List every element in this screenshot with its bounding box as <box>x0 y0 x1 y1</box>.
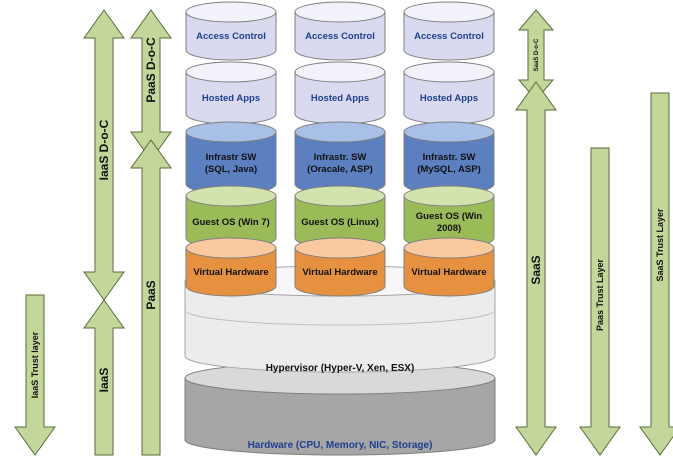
virtual-hardware-label: Virtual Hardware <box>193 267 268 278</box>
guest-os-label: 2008) <box>437 223 461 234</box>
infrastructure-sw-top <box>403 121 495 143</box>
infrastructure-sw-cylinder: Infrastr. SW(MySQL, ASP) <box>403 121 495 195</box>
guest-os-cylinder: Guest OS (Linux) <box>294 185 386 249</box>
hardware-cylinder-body <box>184 377 496 456</box>
paas-trust-arrow: Paas Trust Layer <box>579 147 621 456</box>
access-control-top <box>185 1 277 23</box>
infrastructure-sw-label: (SQL, Java) <box>205 164 257 175</box>
guest-os-top <box>403 185 495 207</box>
infrastructure-sw-label: Infrastr. SW <box>314 152 367 163</box>
hosted-apps-label: Hosted Apps <box>420 93 478 104</box>
infrastructure-sw-label: (Oracale, ASP) <box>307 164 373 175</box>
paas-arrow-shape <box>130 139 172 456</box>
iaas-trust-arrow: IaaS Trust layer <box>14 294 56 456</box>
infrastructure-sw-label: Infrastr. SW <box>423 152 476 163</box>
access-control-cylinder: Access Control <box>403 1 495 61</box>
hypervisor-ring <box>184 309 496 326</box>
virtual-hardware-cylinder: Virtual Hardware <box>185 237 277 297</box>
guest-os-label: Guest OS (Win 7) <box>192 217 270 228</box>
access-control-body <box>185 11 277 61</box>
iaas-arrow: IaaS <box>83 299 125 456</box>
access-control-top <box>294 1 386 23</box>
hosted-apps-cylinder: Hosted Apps <box>185 61 277 125</box>
virtual-hardware-top <box>294 237 386 259</box>
hardware-label: Hardware (CPU, Memory, NIC, Storage) <box>248 440 433 451</box>
hosted-apps-label: Hosted Apps <box>311 93 369 104</box>
hosted-apps-cylinder: Hosted Apps <box>294 61 386 125</box>
saas-trust-arrow-label: SaaS Trust Layer <box>655 208 665 282</box>
guest-os-label: Guest OS (Linux) <box>301 217 379 228</box>
hosted-apps-top <box>185 61 277 83</box>
saas-arrow: SaaS <box>515 81 557 456</box>
infrastructure-sw-cylinder: Infrastr SW(SQL, Java) <box>185 121 277 195</box>
iaas-doc-arrow-label: IaaS D-o-C <box>97 119 111 180</box>
saas-doc-arrow-label: SaaS D-o-C <box>534 38 540 71</box>
virtual-hardware-top <box>403 237 495 259</box>
hypervisor-cylinder-body <box>184 280 496 373</box>
access-control-body <box>294 11 386 61</box>
access-control-cylinder: Access Control <box>185 1 277 61</box>
access-control-cylinder: Access Control <box>294 1 386 61</box>
saas-trust-arrow-shape <box>639 92 673 456</box>
virtual-hardware-body <box>185 247 277 297</box>
guest-os-label: Guest OS (Win <box>416 211 483 222</box>
saas-trust-arrow: SaaS Trust Layer <box>639 92 673 456</box>
virtual-hardware-top <box>185 237 277 259</box>
infrastructure-sw-label: (MySQL, ASP) <box>417 164 481 175</box>
virtual-hardware-body <box>294 247 386 297</box>
access-control-label: Access Control <box>196 31 266 42</box>
virtual-hardware-label: Virtual Hardware <box>302 267 377 278</box>
virtual-hardware-body <box>403 247 495 297</box>
infrastructure-sw-top <box>294 121 386 143</box>
service-arrows: IaaS D-o-C IaaS IaaS Trust layer PaaS D-o-C… <box>14 9 673 456</box>
paas-arrow-label: PaaS <box>144 280 158 309</box>
virtual-hardware-cylinder: Virtual Hardware <box>294 237 386 297</box>
paas-arrow: PaaS <box>130 139 172 456</box>
access-control-top <box>403 1 495 23</box>
hosted-apps-top <box>294 61 386 83</box>
saas-arrow-label: SaaS <box>529 255 543 284</box>
guest-os-top <box>294 185 386 207</box>
paas-doc-arrow-label: PaaS D-o-C <box>144 37 158 103</box>
infrastructure-sw-label: Infrastr SW <box>206 152 257 163</box>
hardware-layer: Hardware (CPU, Memory, NIC, Storage) <box>184 361 496 456</box>
paas-doc-arrow: PaaS D-o-C <box>130 9 172 161</box>
hosted-apps-cylinder: Hosted Apps <box>403 61 495 125</box>
iaas-doc-arrow: IaaS D-o-C <box>83 9 125 301</box>
iaas-arrow-shape <box>83 299 125 456</box>
iaas-trust-arrow-shape <box>14 294 56 456</box>
iaas-trust-arrow-label: IaaS Trust layer <box>30 331 40 398</box>
virtual-hardware-label: Virtual Hardware <box>411 267 486 278</box>
virtual-hardware-cylinder: Virtual Hardware <box>403 237 495 297</box>
access-control-body <box>403 11 495 61</box>
guest-os-top <box>185 185 277 207</box>
saas-arrow-shape <box>515 81 557 456</box>
access-control-label: Access Control <box>305 31 375 42</box>
hosted-apps-label: Hosted Apps <box>202 93 260 104</box>
iaas-arrow-label: IaaS <box>97 368 111 393</box>
hosted-apps-top <box>403 61 495 83</box>
infrastructure-sw-top <box>185 121 277 143</box>
paas-trust-arrow-label: Paas Trust Layer <box>595 258 605 331</box>
infrastructure-sw-cylinder: Infrastr. SW(Oracale, ASP) <box>294 121 386 195</box>
access-control-label: Access Control <box>414 31 484 42</box>
hypervisor-label: Hypervisor (Hyper-V, Xen, ESX) <box>266 363 415 374</box>
paas-trust-arrow-shape <box>579 147 621 456</box>
